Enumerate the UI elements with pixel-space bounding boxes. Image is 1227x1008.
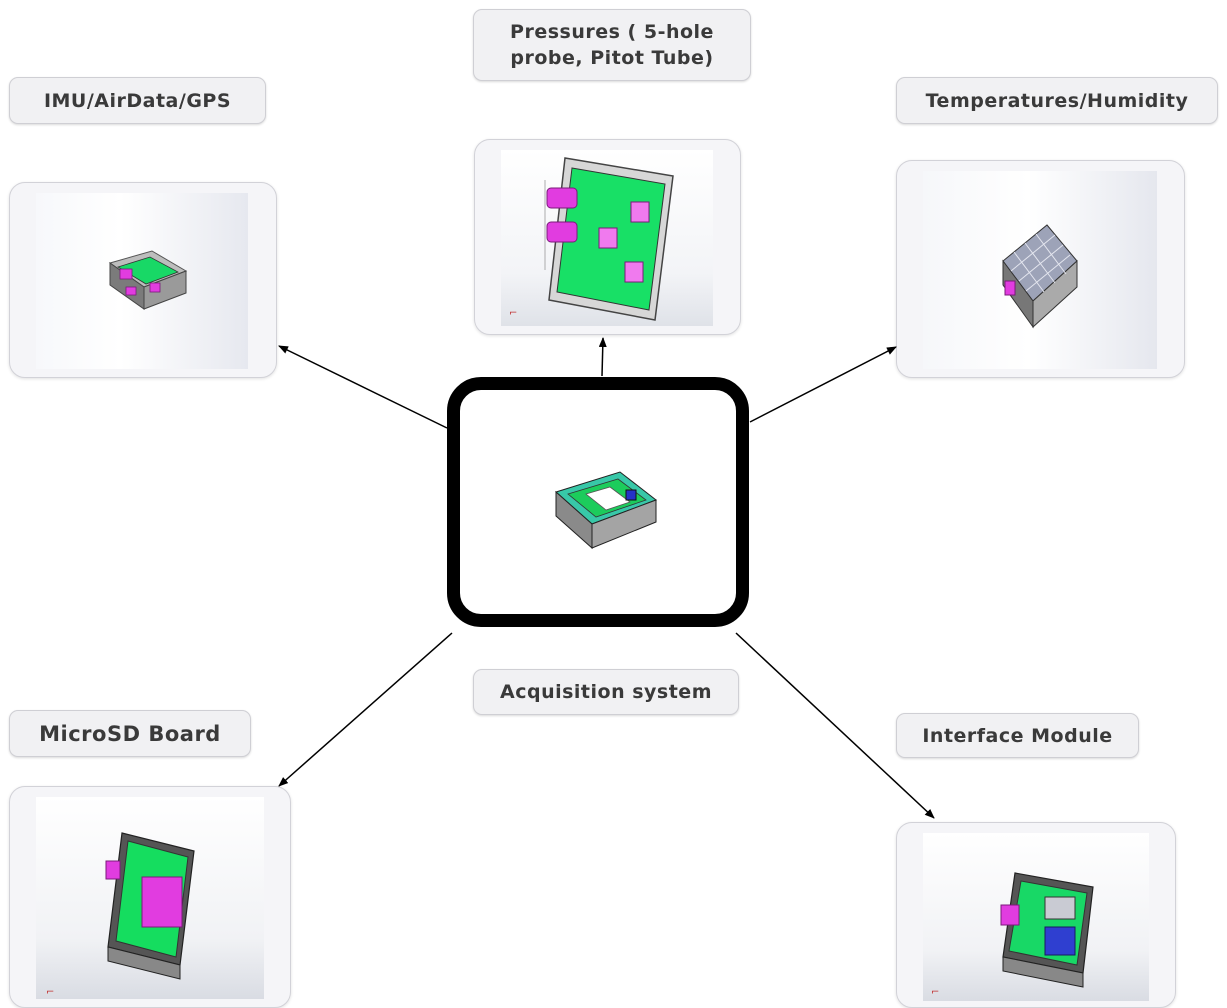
label-temperatures-humidity: Temperatures/Humidity [896,77,1218,124]
label-acquisition-system: Acquisition system [473,669,739,715]
label-temperatures-text: Temperatures/Humidity [925,89,1189,112]
label-acquisition-text: Acquisition system [500,681,712,703]
label-pressures-line1: Pressures ( 5-hole [510,21,714,43]
imu-module-render [108,250,188,310]
label-interface-module: Interface Module [896,713,1139,758]
pressures-module-render: ⌐ [509,157,674,321]
arrow-to-imu [278,345,448,429]
svg-text:⌐: ⌐ [46,987,54,998]
panel-imu-module [9,182,277,378]
temperatures-module-render [1002,224,1078,329]
arrow-to-microsd [278,632,453,787]
label-interface-text: Interface Module [922,724,1113,747]
svg-text:⌐: ⌐ [509,308,517,319]
acquisition-system-frame [447,377,749,627]
svg-text:⌐: ⌐ [931,987,939,998]
arrow-to-pressures [598,337,607,377]
label-imu-text: IMU/AirData/GPS [43,89,232,112]
label-pressures-line2: probe, Pitot Tube) [510,47,714,69]
arrow-to-interface [735,632,935,819]
microsd-module-render: ⌐ [46,832,195,998]
interface-module-render: ⌐ [931,872,1094,998]
label-microsd-board: MicroSD Board [9,710,251,757]
label-imu-airdata-gps: IMU/AirData/GPS [9,77,266,124]
label-pressures: Pressures ( 5-hole probe, Pitot Tube) [473,9,751,81]
panel-temperatures-module [896,160,1185,378]
panel-microsd-module: ⌐ [9,786,291,1008]
arrow-to-temperatures [749,346,897,423]
panel-pressures-module: ⌐ [474,139,741,335]
acquisition-system-render [555,471,658,550]
panel-interface-module: ⌐ [896,822,1176,1008]
label-microsd-text: MicroSD Board [39,721,221,746]
